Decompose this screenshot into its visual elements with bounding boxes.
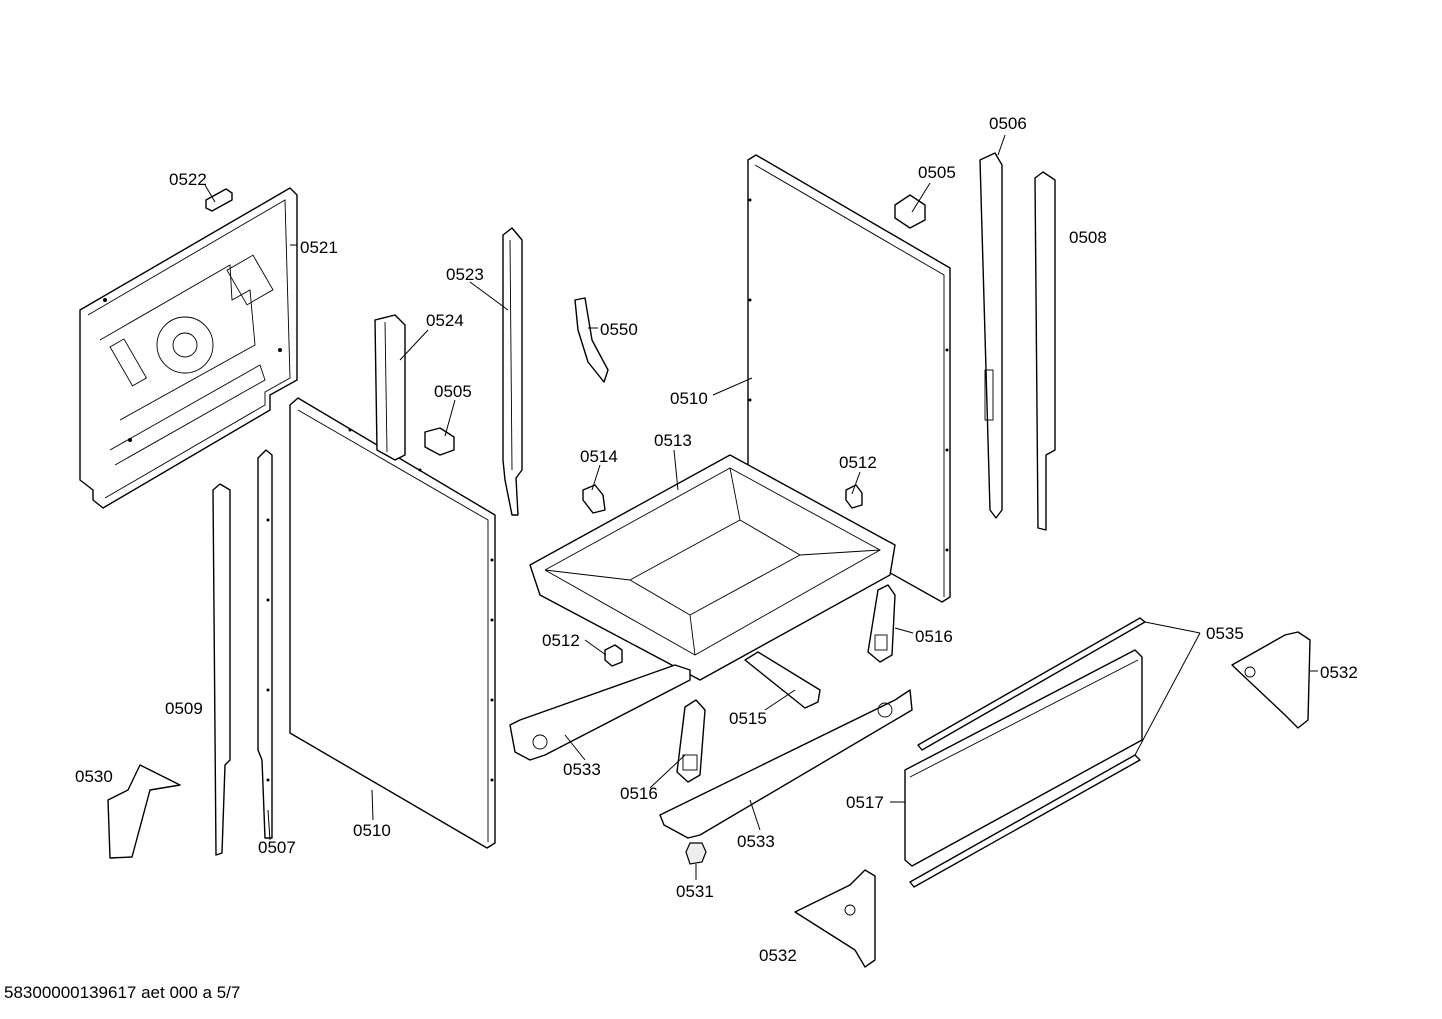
label-0550: 0550 [600,320,638,339]
label-0505: 0505 [434,382,472,401]
label-0532: 0532 [1320,663,1358,682]
label-0505: 0505 [918,163,956,182]
part-0531-foot [685,842,707,865]
label-0535: 0535 [1206,624,1244,643]
label-0506: 0506 [989,114,1027,133]
part-0516-lower [676,699,706,783]
label-0513: 0513 [654,431,692,450]
leader-lines [204,134,1318,880]
footer-document-id: 58300000139617 aet 000 a 5/7 [4,983,240,1002]
part-0509-strip [212,483,231,856]
label-0531: 0531 [676,882,714,901]
part-0508-strip [1034,171,1056,531]
part-0507-strip [257,449,273,839]
part-0516-upper [867,584,896,663]
label-0510: 0510 [353,821,391,840]
label-0509: 0509 [165,699,203,718]
label-0516: 0516 [620,784,658,803]
part-0515-crossbar [744,651,821,709]
part-0506-rail [979,152,1003,519]
part-0532-bracket-upper [1231,631,1311,729]
label-0533: 0533 [563,760,601,779]
part-0517-glass-panel [904,649,1143,867]
part-0523-rail [502,227,523,516]
part-0521-back-panel [79,187,298,509]
label-0510: 0510 [670,389,708,408]
label-0523: 0523 [446,265,484,284]
part-0505-clip-left [424,427,455,456]
part-0512-lower [604,644,623,667]
label-0517: 0517 [846,793,884,812]
part-0505-clip-right [894,194,926,229]
label-0521: 0521 [300,238,338,257]
part-0522-clip [205,188,233,212]
part-0535-rails [909,617,1146,888]
part-0533-rail-upper [509,664,691,761]
part-labels: 0506 0505 0508 0522 0521 0523 0524 0550 … [75,114,1358,965]
part-0530-bracket [107,764,181,859]
label-0515: 0515 [729,709,767,728]
label-0530: 0530 [75,767,113,786]
part-0533-rail-lower [659,689,913,839]
label-0522: 0522 [169,170,207,189]
part-0532-bracket-lower [794,869,876,968]
label-0533: 0533 [737,832,775,851]
part-0524-upright [374,314,406,461]
label-0516: 0516 [915,627,953,646]
label-0507: 0507 [258,838,296,857]
part-0514-clip [582,484,606,514]
label-0532: 0532 [759,946,797,965]
label-0512: 0512 [542,631,580,650]
part-0550-bracket [574,297,609,383]
label-0512: 0512 [839,453,877,472]
label-0508: 0508 [1069,228,1107,247]
part-0513-tray [529,454,896,681]
part-0510-left-side-panel [289,397,496,849]
part-0510-right-side-panel [747,154,951,603]
part-0512-upper [845,484,863,509]
label-0514: 0514 [580,447,618,466]
label-0524: 0524 [426,311,464,330]
